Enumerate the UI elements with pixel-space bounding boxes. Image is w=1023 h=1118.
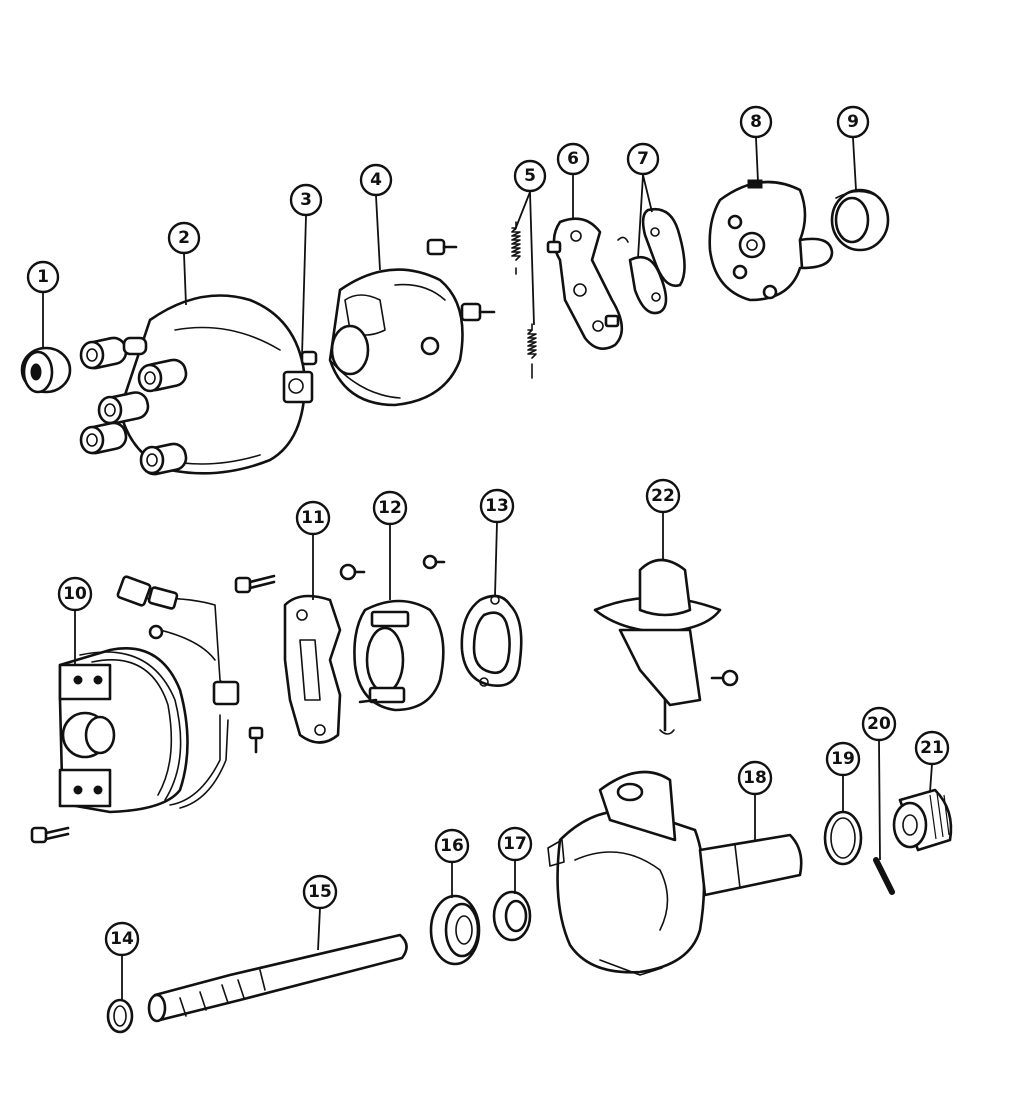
callout-13-label: 13 (485, 496, 509, 516)
callout-18-label: 18 (743, 768, 767, 788)
part-12-pickup-bracket (353, 599, 445, 712)
bolt (30, 826, 70, 844)
callout-18: 18 (737, 760, 773, 796)
screw (339, 563, 366, 581)
screw (460, 302, 496, 322)
callout-14: 14 (104, 921, 140, 957)
bolt (234, 574, 276, 594)
part-15-shaft (147, 933, 408, 1023)
callout-17: 17 (497, 826, 533, 862)
part-2-distributor-cap (79, 294, 307, 476)
part-17-oil-seal (492, 890, 532, 942)
callout-16: 16 (434, 828, 470, 864)
part-16-bearing (429, 894, 481, 966)
part-8-breaker-plate (708, 179, 834, 302)
cap-tower (79, 336, 128, 370)
callout-22: 22 (645, 478, 681, 514)
callout-6-label: 6 (567, 149, 579, 169)
callout-4-label: 4 (370, 170, 382, 190)
callout-6: 6 (556, 142, 590, 176)
callout-11-label: 11 (301, 508, 325, 528)
callout-20-label: 20 (867, 714, 891, 734)
callout-3: 3 (289, 183, 323, 217)
callout-10: 10 (57, 576, 93, 612)
callout-5-label: 5 (524, 166, 536, 186)
callout-13: 13 (479, 488, 515, 524)
callout-1-label: 1 (37, 267, 49, 287)
callout-11: 11 (295, 500, 331, 536)
callout-10-label: 10 (63, 584, 87, 604)
callout-19: 19 (825, 741, 861, 777)
part-10-pickup-assembly (58, 575, 240, 814)
callout-1: 1 (26, 260, 60, 294)
callout-21-label: 21 (920, 738, 944, 758)
part-1-grommet (20, 346, 72, 394)
callout-5: 5 (513, 159, 547, 193)
part-4-rotor-cover (328, 268, 464, 407)
callout-12-label: 12 (378, 498, 402, 518)
callout-2: 2 (167, 221, 201, 255)
cap-tower (139, 442, 188, 476)
part-11-signal-plate (283, 594, 342, 744)
callout-20: 20 (861, 706, 897, 742)
callout-8: 8 (739, 105, 773, 139)
callout-22-label: 22 (651, 486, 675, 506)
part-19-o-ring (823, 810, 863, 866)
part-7-governor-weights (617, 207, 686, 315)
part-14-washer (106, 998, 134, 1034)
callout-7-label: 7 (637, 149, 649, 169)
callout-15-label: 15 (308, 882, 332, 902)
callout-21: 21 (914, 730, 950, 766)
callout-16-label: 16 (440, 836, 464, 856)
part-6-governor-plate (546, 217, 624, 350)
part-18-housing (547, 770, 803, 976)
leader-lines (42, 137, 933, 1000)
part-13-gasket (460, 594, 523, 688)
cap-tower (79, 421, 128, 455)
cap-tower (137, 358, 188, 393)
cap-tower (97, 391, 150, 425)
callout-3-label: 3 (300, 190, 312, 210)
callout-19-label: 19 (831, 749, 855, 769)
part-22-vacuum-advance (593, 558, 739, 735)
part-9-collar (830, 188, 890, 252)
part-3-cap-clip (282, 350, 318, 404)
callout-14-label: 14 (110, 929, 134, 949)
callout-8-label: 8 (750, 112, 762, 132)
screw (248, 726, 264, 754)
callout-9-label: 9 (847, 112, 859, 132)
callout-7: 7 (626, 142, 660, 176)
callout-12: 12 (372, 490, 408, 526)
part-20-pin (873, 857, 895, 895)
callout-4: 4 (359, 163, 393, 197)
callout-15: 15 (302, 874, 338, 910)
callout-17-label: 17 (503, 834, 527, 854)
part-21-drive-gear (892, 788, 953, 852)
callout-2-label: 2 (178, 228, 190, 248)
screw (422, 554, 446, 570)
screw (426, 238, 458, 256)
callout-9: 9 (836, 105, 870, 139)
